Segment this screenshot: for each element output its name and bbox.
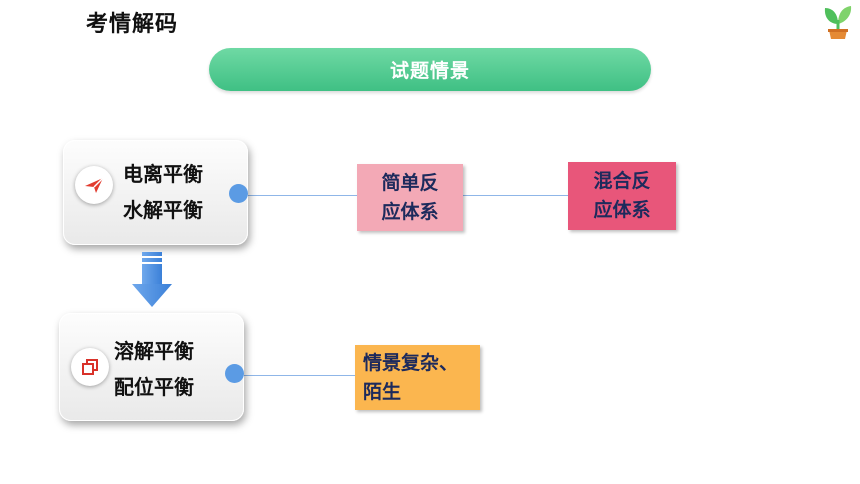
connector-line (463, 195, 569, 196)
connector-node (229, 184, 248, 203)
scenario-banner-label: 试题情景 (389, 60, 470, 82)
down-arrow-icon (132, 252, 172, 307)
box-line: 应体系 (381, 200, 439, 223)
card-line: 水解平衡 (123, 198, 203, 222)
paper-plane-icon (85, 177, 104, 193)
box-line: 情景复杂、 (363, 351, 459, 374)
box-line: 简单反 (381, 171, 439, 194)
simple-system-box: 简单反 应体系 (357, 164, 463, 231)
box-line: 陌生 (363, 380, 402, 403)
connector-line (243, 375, 356, 376)
mixed-system-box: 混合反 应体系 (568, 162, 676, 230)
equilibrium-card-1: 电离平衡 水解平衡 (63, 140, 248, 245)
page-title: 考情解码 (86, 12, 179, 37)
card-line: 溶解平衡 (114, 339, 194, 363)
sprout-logo-icon (824, 6, 852, 39)
box-line: 混合反 (593, 170, 651, 192)
connector-line (247, 195, 358, 196)
equilibrium-card-2: 溶解平衡 配位平衡 (59, 313, 244, 421)
complex-scenario-box: 情景复杂、 陌生 (355, 345, 480, 410)
box-line: 应体系 (593, 199, 651, 221)
card-icon-badge (71, 348, 109, 386)
card-line: 配位平衡 (114, 375, 194, 399)
copy-icon (82, 359, 98, 375)
card-icon-badge (75, 166, 113, 204)
card-line: 电离平衡 (123, 162, 203, 186)
scenario-banner: 试题情景 (209, 48, 651, 91)
connector-node (225, 364, 244, 383)
